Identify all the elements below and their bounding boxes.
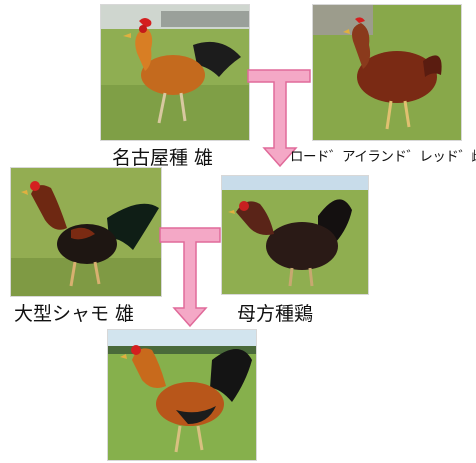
cross-arrow-bottom [159,227,221,328]
rooster-icon [101,5,249,140]
photo-nagoya-rooster [100,4,250,141]
photo-maternal-hen [221,175,369,295]
label-rir-hen: ロード゛アイランド゛レッド゛雌 [290,149,476,165]
rooster-icon [11,168,161,296]
photo-offspring-rooster [107,329,257,461]
hen-icon [313,5,461,140]
photo-shamo-rooster [10,167,162,297]
hen-icon [222,176,368,294]
label-shamo-rooster: 大型シャモ 雄 [14,303,135,325]
rooster-icon [108,330,256,460]
photo-rir-hen [312,4,462,141]
label-maternal-hen: 母方種鶏 [237,303,314,325]
label-nagoya-rooster: 名古屋種 雄 [112,147,214,169]
